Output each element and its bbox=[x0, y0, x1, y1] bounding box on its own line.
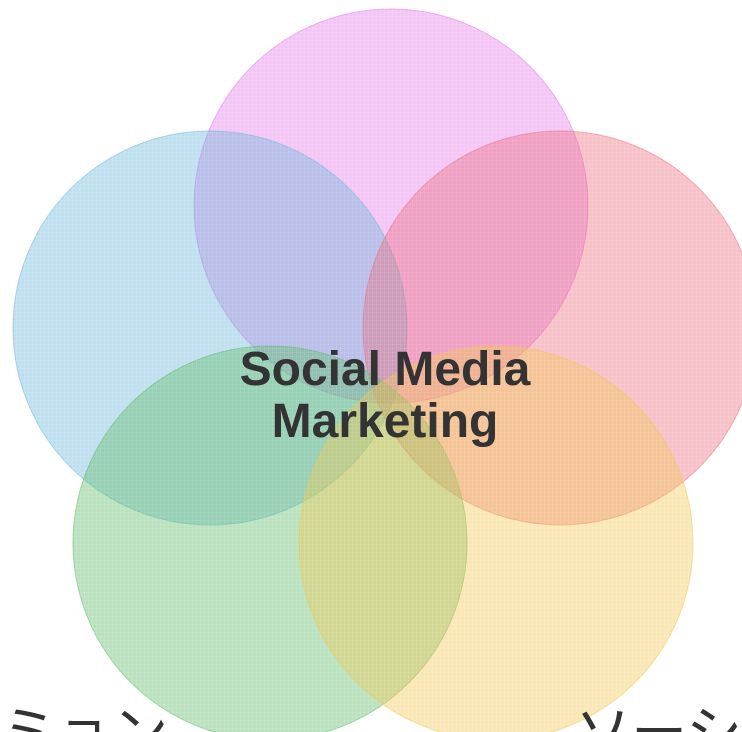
center-label-line1: Social Media bbox=[240, 343, 531, 396]
bottom-right-text-fragment: ソーシ bbox=[575, 701, 742, 732]
center-label-line2: Marketing bbox=[272, 395, 499, 448]
bottom-left-text-fragment: ミョン bbox=[0, 701, 168, 732]
